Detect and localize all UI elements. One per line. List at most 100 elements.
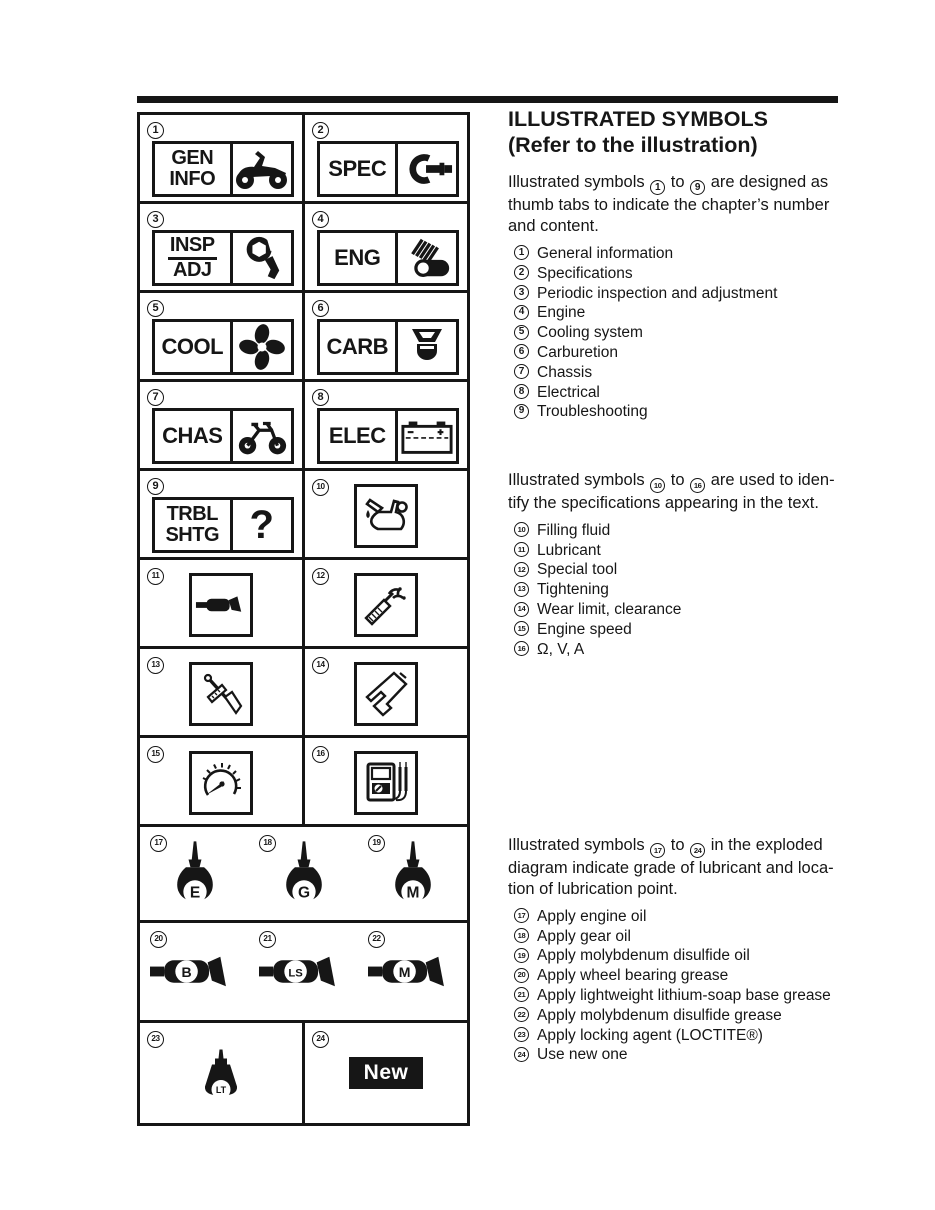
symbol-apply-engine-oil: 17 E [140, 827, 249, 920]
cell-number: 9 [147, 478, 164, 495]
item-number: 11 [514, 542, 529, 558]
cell-number: 21 [259, 930, 276, 948]
inline-circled-number: 10 [650, 477, 666, 493]
item-label: Apply locking agent (LOCTITE®) [537, 1026, 763, 1044]
tab-box: TRBL SHTG ? [152, 497, 294, 553]
cell-number: 2 [312, 122, 329, 139]
tab-label-line: COOL [161, 333, 224, 359]
chapter-tab-elec: 8 ELEC [305, 382, 467, 468]
tab-label-line: INSP [167, 235, 217, 260]
atv-icon [235, 151, 287, 189]
special-tool-icon [364, 587, 406, 626]
cell-number: 14 [312, 656, 329, 674]
item-number: 6 [514, 344, 529, 360]
grid-row-grease-grades: 20 B 21 LS 2 [140, 923, 467, 1023]
grade-letter: LT [216, 1085, 227, 1095]
symbol-molybdenum-grease: 22 M [358, 923, 467, 1020]
page-title-line1: ILLUSTRATED SYMBOLS [508, 107, 768, 131]
loctite-bottle-icon: LT [204, 1049, 238, 1099]
tab-label: ENG [320, 233, 398, 283]
cell-number: 5 [147, 300, 164, 317]
section-intro: Illustrated symbols 17 to 24 in the expl… [508, 836, 834, 898]
symbol-frame [354, 484, 418, 548]
molybdenum-grease-icon: M [367, 956, 444, 987]
section-lubrication: Illustrated symbols 17 to 24 in the expl… [508, 835, 890, 1065]
cell-number: 16 [312, 745, 329, 763]
item-label: Use new one [537, 1046, 628, 1064]
item-number: 22 [514, 1007, 529, 1023]
tab-label-line: SHTG [165, 524, 220, 546]
symbol-wheel-bearing-grease: 20 B [140, 923, 249, 1020]
symbol-frame [189, 751, 253, 815]
cell-number: 8 [312, 389, 329, 406]
item-number: 15 [514, 621, 529, 637]
grade-letter: E [189, 885, 199, 902]
tab-box: GEN INFO [152, 141, 294, 197]
cell-number: 4 [312, 211, 329, 228]
symbol-frame [354, 662, 418, 726]
cooling-fan-icon [238, 324, 285, 370]
symbol-filling-fluid: 10 [305, 471, 467, 557]
item-number: 23 [514, 1027, 529, 1043]
tab-label: CARB [320, 322, 398, 372]
item-label: Engine speed [537, 620, 632, 638]
item-label: General information [537, 244, 674, 262]
symbol-apply-gear-oil: 18 G [249, 827, 358, 920]
item-label: Apply wheel bearing grease [537, 967, 729, 985]
item-label: Engine [537, 304, 586, 322]
lithium-grease-icon: LS [258, 956, 335, 987]
grade-letter: B [181, 964, 191, 980]
engine-icon [410, 238, 449, 277]
item-number: 18 [514, 928, 529, 944]
cell-number: 18 [259, 834, 276, 852]
micrometer-icon [409, 154, 452, 184]
item-label: Wear limit, clearance [537, 601, 682, 618]
item-label: Apply engine oil [537, 907, 647, 925]
chapter-tab-insp-adj: 3 INSP ADJ [140, 204, 305, 290]
item-number: 3 [514, 285, 529, 301]
item-label: Cooling system [537, 324, 643, 342]
chapter-tab-eng: 4 ENG [305, 204, 467, 290]
carburetor-icon [411, 329, 442, 360]
caliper-icon [365, 671, 408, 717]
item-label: Ω, V, A [537, 640, 585, 658]
grid-row: 9 TRBL SHTG ? 10 [140, 471, 467, 560]
tab-label: ELEC [320, 411, 398, 461]
item-label: Special tool [537, 561, 618, 579]
grease-applicator-icon [195, 596, 242, 612]
new-label: New [348, 1057, 424, 1089]
item-number: 14 [514, 601, 529, 617]
grid-row: 13 14 [140, 649, 467, 738]
item-label: Apply lightweight lithium-soap base grea… [537, 986, 831, 1004]
item-label: Electrical [537, 383, 600, 401]
gear-oil-can-icon: G [285, 841, 322, 904]
tab-label: COOL [155, 322, 233, 372]
oil-can-icon [365, 498, 408, 531]
section-intro: Illustrated symbols 10 to 16 are used to… [508, 471, 835, 512]
item-number: 2 [514, 265, 529, 281]
grade-letter: LS [288, 967, 303, 979]
section-divider-rule [137, 96, 838, 103]
cell-number: 23 [147, 1030, 164, 1048]
item-number: 20 [514, 967, 529, 983]
cell-number: 24 [312, 1030, 329, 1048]
tab-label-line: INFO [169, 168, 216, 190]
item-number: 5 [514, 324, 529, 340]
cell-number: 10 [312, 478, 329, 496]
tab-box: COOL [152, 319, 294, 375]
tab-label-line: CHAS [162, 422, 223, 448]
chapter-tab-spec: 2 SPEC [305, 115, 467, 201]
symbol-apply-molybdenum-oil: 19 M [358, 827, 467, 920]
page-title: ILLUSTRATED SYMBOLS (Refer to the illust… [508, 106, 888, 158]
wheel-bearing-grease-icon: B [149, 956, 226, 987]
chapter-tab-trbl-shtg: 9 TRBL SHTG ? [140, 471, 305, 557]
item-number: 9 [514, 403, 529, 419]
cell-number: 12 [312, 567, 329, 585]
